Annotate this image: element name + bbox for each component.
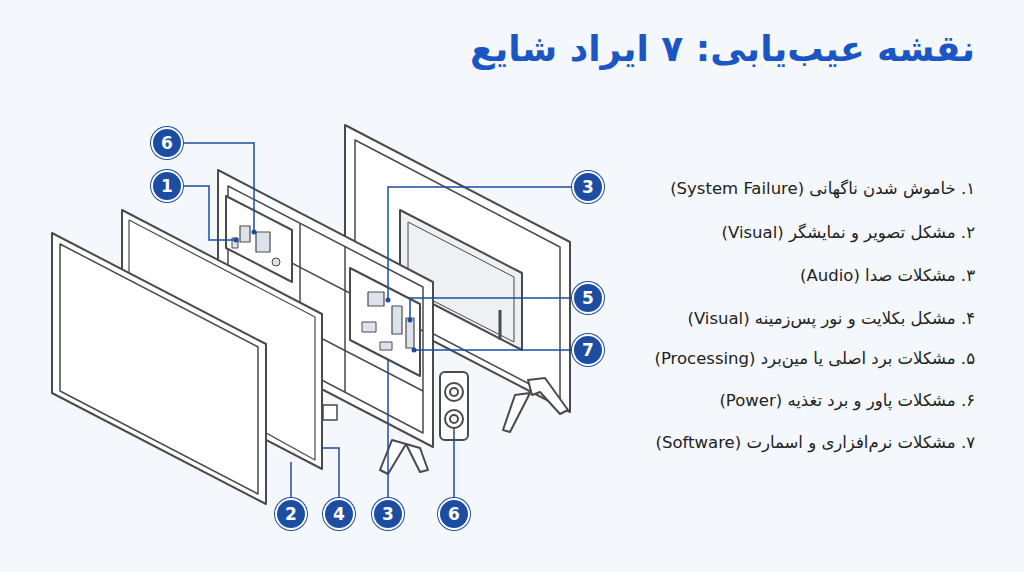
callout-circle: 7 [572, 334, 604, 366]
callout-number: 7 [582, 342, 594, 359]
leader-line [183, 143, 254, 232]
leader-dots [234, 230, 417, 353]
power-component [240, 226, 250, 242]
speaker-cone [445, 410, 463, 428]
callout-number: 6 [161, 135, 173, 152]
legend-list-item: ۴. مشکل بکلایت و نور پس‌زمینه (Visual) [687, 309, 975, 328]
callout-circle: 1 [151, 170, 183, 202]
leader-line [414, 349, 572, 351]
legend-list-item: ۶. مشکلات پاور و برد تغذیه (Power) [719, 391, 975, 410]
leader-dot [386, 298, 391, 303]
speaker-cone [445, 383, 463, 401]
leader-line [387, 360, 389, 498]
callout-number: 1 [161, 178, 173, 195]
callout-number: 5 [582, 290, 594, 307]
callout-circle: 2 [275, 498, 307, 530]
callout-number: 6 [448, 506, 460, 523]
callout-number: 3 [382, 506, 394, 523]
leader-line [410, 298, 572, 320]
main-chip [368, 292, 384, 306]
leader-dot [234, 238, 239, 243]
callout-circle: 6 [438, 498, 470, 530]
legend-list-item: ۷. مشکلات نرم‌افزاری و اسمارت (Software) [656, 433, 975, 452]
main-connector [392, 306, 402, 334]
front-panel-outline [52, 233, 266, 504]
leader-dot [408, 318, 413, 323]
frame-stand [380, 440, 406, 474]
main-board [350, 268, 420, 376]
callout-circle: 3 [372, 498, 404, 530]
main-component [380, 342, 392, 350]
callout-number: 4 [333, 506, 345, 523]
diagram-title: نقشه عیب‌یابی: ۷ ایراد شایع [470, 28, 975, 69]
legend-list-item: ۱. خاموش شدن ناگهانی (System Failure) [670, 179, 975, 198]
frame-stand [406, 444, 428, 472]
front-panel-inner [60, 244, 258, 494]
power-component [256, 232, 270, 252]
back-stand [503, 393, 530, 432]
legend-list-item: ۲. مشکل تصویر و نمایشگر (Visual) [722, 223, 975, 242]
callout-circle: 3 [572, 171, 604, 203]
frame-bar [344, 246, 346, 392]
callout-number: 3 [582, 179, 594, 196]
callout-circle: 4 [323, 498, 355, 530]
back-port [499, 310, 502, 340]
callout-number: 2 [285, 506, 297, 523]
callout-circle: 6 [151, 127, 183, 159]
leader-dot [252, 230, 257, 235]
power-component [272, 258, 280, 266]
speaker-cone [450, 388, 458, 396]
speaker-cone [450, 415, 458, 423]
main-connector [406, 318, 414, 348]
leader-line [183, 186, 236, 240]
front-panel [52, 233, 266, 504]
back-stand [528, 378, 568, 414]
leader-dot [412, 348, 417, 353]
legend-list-item: ۵. مشکلات برد اصلی یا مین‌برد (Processin… [654, 349, 975, 368]
leader-line [290, 462, 292, 498]
frame-bracket [323, 405, 337, 420]
leader-line [388, 187, 572, 300]
leader-lines [183, 143, 572, 498]
leader-line [453, 428, 455, 498]
main-component [362, 322, 376, 332]
callout-circle: 5 [572, 282, 604, 314]
leader-line [322, 448, 339, 498]
legend-list-item: ۳. مشکلات صدا (Audio) [800, 266, 975, 285]
